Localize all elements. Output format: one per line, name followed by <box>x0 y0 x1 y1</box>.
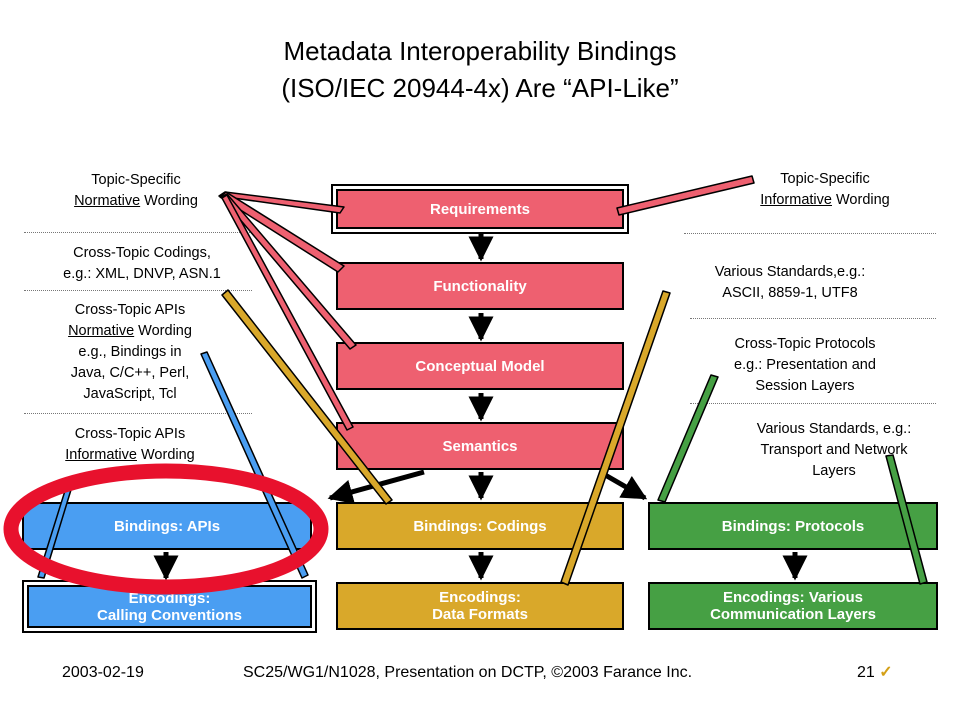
label-various-standards-1-line2: ASCII, 8859-1, UTF8 <box>722 285 858 301</box>
requirements-label: Requirements <box>429 200 531 218</box>
separator <box>24 232 252 233</box>
label-cross-protocols: Cross-Topic Protocols e.g.: Presentation… <box>705 334 905 397</box>
connector-blue-calling-right <box>200 351 309 579</box>
encodings-data-box: Encodings:Data Formats <box>336 582 624 630</box>
connector-gold-data <box>560 290 671 586</box>
slide-title-line-2: (ISO/IEC 20944-4x) Are “API-Like” <box>281 73 679 103</box>
semantics-box: Semantics <box>336 422 624 470</box>
label-various-standards-2-line2: Transport and Network <box>760 442 908 458</box>
label-cross-apis-normative-line3: e.g., Bindings in <box>78 344 182 360</box>
conceptual-model-label: Conceptual Model <box>415 357 545 375</box>
label-various-standards-1-line1: Various Standards,e.g.: <box>714 264 866 280</box>
label-various-standards-2-line3: Layers <box>812 463 856 479</box>
encodings-data-line1: Encodings: <box>439 589 521 606</box>
label-cross-codings-line2: e.g.: XML, DNVP, ASN.1 <box>63 266 221 282</box>
label-cross-apis-normative-line4: Java, C/C++, Perl, <box>70 365 190 381</box>
label-topic-informative-line1: Topic-Specific <box>780 171 870 187</box>
label-cross-apis-informative-underlined: Informative <box>65 447 137 463</box>
encodings-data-line2: Data Formats <box>432 606 528 623</box>
label-topic-normative-underlined: Normative <box>74 193 141 209</box>
bindings-codings-label: Bindings: Codings <box>413 517 547 535</box>
label-cross-apis-informative: Cross-Topic APIs Informative Wording <box>30 424 230 466</box>
label-various-standards-2: Various Standards, e.g.: Transport and N… <box>724 419 944 482</box>
footer-date: 2003-02-19 <box>62 664 144 681</box>
label-cross-apis-informative-line1: Cross-Topic APIs <box>74 426 186 442</box>
label-cross-apis-normative-line1: Cross-Topic APIs <box>74 302 186 318</box>
separator <box>24 290 252 291</box>
connector-pink-requirements <box>218 191 345 214</box>
connector-green-various <box>885 454 928 585</box>
label-cross-protocols-line2: e.g.: Presentation and <box>734 357 876 373</box>
highlight-ring <box>3 463 329 595</box>
connector-pink-informative <box>616 175 755 216</box>
label-cross-apis-informative-rest: Wording <box>136 447 195 463</box>
encodings-various-line1: Encodings: Various <box>722 589 864 606</box>
requirements-box: Requirements <box>331 184 629 234</box>
footer-page-number: 21 ✓ <box>857 663 893 683</box>
semantics-label: Semantics <box>442 437 518 455</box>
encodings-various-line2: Communication Layers <box>710 606 876 623</box>
label-topic-normative: Topic-Specific Normative Wording <box>46 170 226 212</box>
bindings-apis-label: Bindings: APIs <box>113 517 221 535</box>
connector-pink-conceptual <box>220 193 357 350</box>
label-cross-protocols-line1: Cross-Topic Protocols <box>734 336 876 352</box>
slide-title-line-1: Metadata Interoperability Bindings <box>283 36 677 66</box>
functionality-label: Functionality <box>433 277 527 295</box>
connector-pink-semantics <box>221 194 354 431</box>
label-cross-codings-line1: Cross-Topic Codings, <box>73 245 211 261</box>
label-cross-apis-normative-rest: Wording <box>134 323 192 339</box>
label-cross-apis-normative-underlined: Normative <box>68 323 135 339</box>
label-various-standards-1: Various Standards,e.g.: ASCII, 8859-1, U… <box>680 262 900 304</box>
bindings-protocols-box: Bindings: Protocols <box>648 502 938 550</box>
label-topic-informative: Topic-Specific Informative Wording <box>730 169 920 211</box>
encodings-calling-line2: Calling Conventions <box>96 606 242 624</box>
page-number: 21 <box>857 664 875 681</box>
checkmark-icon: ✓ <box>879 664 893 681</box>
conceptual-model-box: Conceptual Model <box>336 342 624 390</box>
label-topic-normative-line1: Topic-Specific <box>91 172 181 188</box>
separator <box>690 403 936 404</box>
separator <box>690 318 936 319</box>
connector-pink-functionality <box>219 191 345 273</box>
connector-gold-bindings <box>221 289 393 505</box>
label-topic-normative-rest: Wording <box>140 193 198 209</box>
arrow-sem-protocols <box>598 469 648 501</box>
label-topic-informative-underlined: Informative <box>760 192 832 208</box>
bindings-apis-box: Bindings: APIs <box>22 502 312 550</box>
label-cross-codings: Cross-Topic Codings, e.g.: XML, DNVP, AS… <box>22 243 262 285</box>
label-topic-informative-rest: Wording <box>831 192 890 208</box>
label-cross-apis-normative: Cross-Topic APIs Normative Wording e.g.,… <box>30 300 230 405</box>
separator <box>684 233 936 234</box>
label-cross-apis-normative-line5: JavaScript, Tcl <box>83 386 177 402</box>
label-cross-protocols-line3: Session Layers <box>755 378 855 394</box>
functionality-box: Functionality <box>336 262 624 310</box>
footer-document: SC25/WG1/N1028, Presentation on DCTP, ©2… <box>243 664 693 681</box>
connector-green-protocols <box>657 374 719 503</box>
bindings-protocols-label: Bindings: Protocols <box>721 517 865 535</box>
separator <box>24 413 252 414</box>
label-various-standards-2-line1: Various Standards, e.g.: <box>756 421 912 437</box>
